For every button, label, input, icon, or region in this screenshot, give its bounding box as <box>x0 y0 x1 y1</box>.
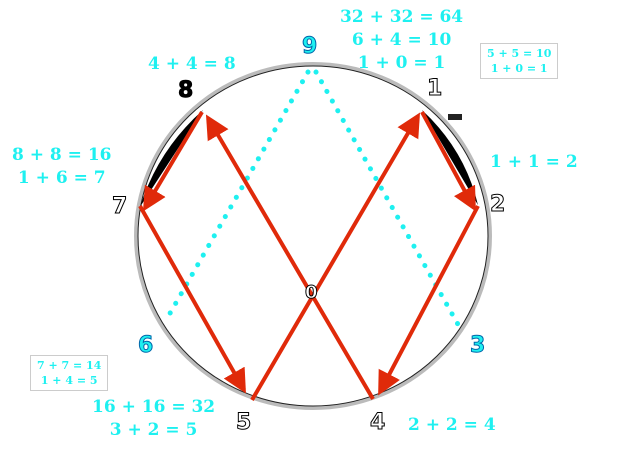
arrow-5-1 <box>250 112 421 402</box>
arrow-8-7 <box>142 110 204 212</box>
calc-line: 7 + 7 = 14 <box>37 359 102 372</box>
number-3: 3 <box>469 333 486 359</box>
calc-line: 3 + 2 = 5 <box>109 420 198 440</box>
dotted-line-9-6 <box>162 69 311 325</box>
number-0: 0 <box>305 282 318 304</box>
calc-line: 1 + 0 = 1 <box>357 53 446 73</box>
calc-2: 1 + 1 = 2 <box>490 152 578 172</box>
calc-line: 8 + 8 = 16 <box>12 145 112 165</box>
calc-line: 16 + 16 = 32 <box>92 397 216 417</box>
number-9: 9 <box>301 34 318 60</box>
dotted-line-9-3 <box>313 69 463 331</box>
calc-5: 16 + 16 = 32 3 + 2 = 5 <box>92 396 215 442</box>
calc-line: 1 + 4 = 5 <box>40 374 98 387</box>
calc-8: 4 + 4 = 8 <box>148 54 236 74</box>
circle-outline <box>134 62 492 410</box>
calc-9: 32 + 32 = 64 6 + 4 = 10 1 + 0 = 1 <box>340 6 463 75</box>
number-2: 2 <box>489 192 506 218</box>
number-8: 8 <box>177 78 194 104</box>
calc-line: 1 + 0 = 1 <box>490 62 548 75</box>
arrow-7-5 <box>138 205 246 394</box>
dash-mark <box>448 114 462 120</box>
calc-box-top: 5 + 5 = 10 1 + 0 = 1 <box>480 43 559 79</box>
calc-box-bottom: 7 + 7 = 14 1 + 4 = 5 <box>30 355 109 391</box>
calc-line: 5 + 5 = 10 <box>487 47 552 60</box>
arrow-2-4 <box>378 205 480 396</box>
arrow-4-8 <box>205 114 375 401</box>
number-1: 1 <box>426 76 443 102</box>
number-6: 6 <box>137 333 154 359</box>
calc-4: 2 + 2 = 4 <box>408 415 496 435</box>
number-7: 7 <box>111 194 128 220</box>
arrow-1-2 <box>420 111 476 212</box>
calc-line: 1 + 6 = 7 <box>17 168 106 188</box>
calc-line: 6 + 4 = 10 <box>351 30 452 50</box>
calc-line: 32 + 32 = 64 <box>340 7 464 27</box>
number-4: 4 <box>369 410 386 436</box>
calc-7: 8 + 8 = 16 1 + 6 = 7 <box>12 144 111 190</box>
number-5: 5 <box>235 410 252 436</box>
